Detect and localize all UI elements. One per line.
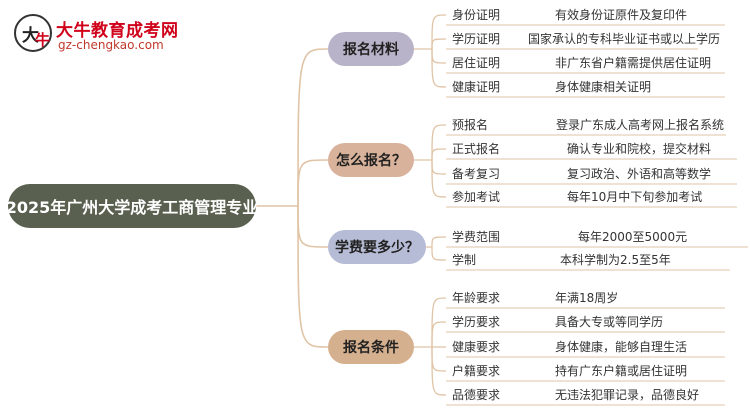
item-value: 本科学制为2.5至5年	[560, 253, 671, 267]
connector-line	[431, 321, 447, 348]
item-key: 参加考试	[452, 190, 501, 204]
item-key: 身份证明	[452, 8, 501, 22]
connector-line	[431, 38, 447, 50]
item-value: 每年10月中下旬参加考试	[567, 190, 703, 204]
connector-line	[431, 346, 447, 396]
item-value: 国家承认的专科毕业证书或以上学历	[528, 32, 721, 46]
item-key: 学制	[452, 253, 477, 267]
item-value: 具备大专或等同学历	[555, 315, 664, 329]
connector-line	[297, 205, 329, 348]
item-value: 身体健康相关证明	[555, 80, 652, 94]
brand-name: 大牛教育成考网	[56, 21, 179, 41]
connector-line	[431, 159, 447, 198]
category-node: 学费要多少？	[328, 230, 426, 264]
category-node: 报名条件	[328, 330, 414, 364]
item-key: 健康证明	[452, 80, 501, 94]
brand-logo[interactable]: 大 牛 大牛教育成考网 gz-chengkao.com	[14, 14, 214, 58]
item-value: 确认专业和院校，提交材料	[567, 142, 712, 156]
item-key: 预报名	[452, 118, 489, 132]
connector-line	[297, 48, 329, 207]
item-value: 登录广东成人高考网上报名系统	[556, 118, 725, 132]
root-topic: 2025年广州大学成考工商管理专业	[6, 184, 258, 228]
connector-line	[431, 124, 447, 161]
connector-line	[297, 159, 329, 207]
item-key: 户籍要求	[452, 364, 501, 378]
category-node: 怎么报名？	[328, 143, 414, 177]
item-key: 学历要求	[452, 315, 501, 329]
item-key: 品德要求	[452, 388, 501, 402]
item-key: 学历证明	[452, 32, 501, 46]
connector-line	[431, 346, 447, 372]
category-node: 报名材料	[328, 32, 414, 66]
logo-mark-icon: 大 牛	[14, 14, 52, 52]
item-value: 复习政治、外语和高等数学	[567, 167, 712, 181]
item-value: 每年2000至5000元	[578, 230, 688, 244]
item-value: 持有广东户籍或居住证明	[555, 364, 688, 378]
brand-url: gz-chengkao.com	[58, 38, 164, 52]
item-value: 非广东省户籍需提供居住证明	[555, 56, 712, 70]
connector-line	[297, 205, 329, 248]
connector-line	[431, 148, 447, 161]
item-key: 学费范围	[452, 230, 501, 244]
item-value: 有效身份证原件及复印件	[555, 8, 688, 22]
item-key: 居住证明	[452, 56, 501, 70]
connector-line	[431, 236, 447, 248]
connector-line	[431, 246, 447, 261]
connector-line	[431, 48, 447, 88]
item-value: 身体健康，能够自理生活	[555, 340, 688, 354]
connector-line	[431, 159, 447, 175]
item-key: 年龄要求	[452, 291, 501, 305]
connector-line	[431, 48, 447, 64]
connector-line	[431, 14, 447, 50]
item-value: 年满18周岁	[555, 291, 619, 305]
item-key: 正式报名	[452, 142, 501, 156]
item-value: 无违法犯罪记录，品德良好	[555, 388, 700, 402]
item-key: 备考复习	[452, 167, 501, 181]
item-key: 健康要求	[452, 340, 501, 354]
